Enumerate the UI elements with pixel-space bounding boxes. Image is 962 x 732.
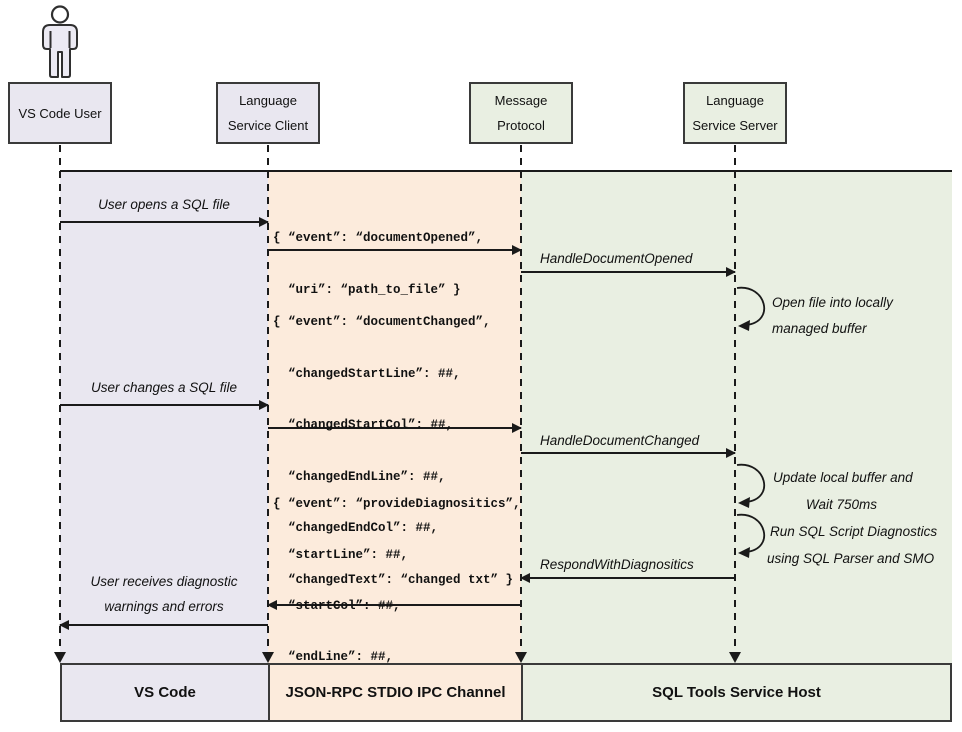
json-line: “uri”: “path_to_file” } (273, 282, 461, 297)
actor-box-label: Service Server (692, 117, 778, 133)
actor-box-label: Language (706, 93, 764, 109)
actor-box-language-service-client: Language Service Client (216, 82, 320, 144)
service-host-lane-background (521, 172, 952, 663)
json-line: “changedEndLine”: ##, (273, 469, 446, 484)
user-lifeline (59, 145, 61, 652)
note-open-file-line2: managed buffer (772, 321, 867, 336)
arrow-handle-document-opened (521, 267, 736, 277)
protocol-lifeline-end-arrow (515, 652, 527, 663)
payload-document-opened: { “event”: “documentOpened”, “uri”: “pat… (273, 199, 483, 330)
label-user-opens-file: User opens a SQL file (98, 197, 230, 212)
note-run-diagnostics-line2: using SQL Parser and SMO (767, 551, 935, 566)
actor-box-label: Language (239, 93, 297, 109)
arrow-document-opened-payload (268, 245, 522, 255)
self-loop-open-file-icon (736, 284, 780, 334)
lane-top-border (60, 170, 952, 172)
json-line: “changedStartCol”: ##, (273, 418, 454, 432)
arrow-user-changes-file (60, 400, 269, 410)
user-lifeline-end-arrow (54, 652, 66, 663)
arrow-diagnostics-payload (267, 600, 521, 610)
json-line: “startLine”: ##, (273, 548, 409, 562)
footer-box-vscode: VS Code (60, 663, 270, 722)
client-lifeline-end-arrow (262, 652, 274, 663)
actor-box-vscode-user: VS Code User (8, 82, 112, 144)
footer-label: VS Code (134, 684, 196, 701)
client-lifeline (267, 145, 269, 652)
server-lifeline-end-arrow (729, 652, 741, 663)
actor-box-label: Protocol (497, 117, 545, 133)
footer-label: JSON-RPC STDIO IPC Channel (285, 684, 506, 701)
self-loop-run-diagnostics-icon (736, 511, 780, 561)
actor-box-label: Service Client (227, 117, 309, 133)
self-loop-update-buffer-icon (736, 461, 780, 511)
arrow-document-changed-payload (268, 423, 522, 433)
json-line: { “event”: “documentOpened”, (273, 231, 484, 245)
json-line: “changedStartLine”: ##, (273, 366, 461, 381)
footer-label: SQL Tools Service Host (652, 684, 821, 701)
arrow-handle-document-changed (521, 448, 736, 458)
footer-box-service-host: SQL Tools Service Host (521, 663, 952, 722)
label-user-receives-line1: User receives diagnostic (90, 574, 238, 589)
actor-box-language-service-server: Language Service Server (683, 82, 787, 144)
note-open-file-line1: Open file into locally (772, 295, 893, 310)
note-update-buffer-line2: Wait 750ms (806, 497, 878, 512)
label-handle-document-changed: HandleDocumentChanged (540, 433, 700, 448)
note-update-buffer-line1: Update local buffer and (773, 470, 913, 485)
arrow-user-receives-diagnostics (59, 620, 268, 630)
json-line: “startCol”: ##, (273, 599, 401, 613)
actor-box-label: Message (494, 93, 548, 109)
arrow-user-opens-file (60, 217, 269, 227)
actor-box-label: VS Code User (18, 105, 102, 121)
arrow-respond-with-diagnostics (520, 573, 735, 583)
label-respond-with-diagnostics: RespondWithDiagnositics (540, 557, 694, 572)
vscode-lane-background (60, 172, 268, 663)
json-line: { “event”: “provideDiagnositics”, (273, 497, 521, 511)
ipc-lane-background (268, 172, 521, 663)
json-line: “changedText”: “changed txt” } (273, 572, 514, 587)
json-line: “endLine”: ##, (273, 650, 394, 664)
server-lifeline (734, 145, 736, 652)
footer-box-ipc-channel: JSON-RPC STDIO IPC Channel (268, 663, 523, 722)
user-actor-icon (37, 5, 83, 79)
label-user-changes-file: User changes a SQL file (90, 380, 238, 395)
label-handle-document-opened: HandleDocumentOpened (540, 251, 693, 266)
json-line: “changedEndCol”: ##, (273, 521, 439, 535)
payload-document-changed: { “event”: “documentChanged”, “changedSt… (273, 283, 513, 620)
label-user-receives-line2: warnings and errors (104, 599, 224, 614)
protocol-lifeline (520, 145, 522, 652)
json-line: { “event”: “documentChanged”, (273, 315, 491, 329)
actor-box-message-protocol: Message Protocol (469, 82, 573, 144)
note-run-diagnostics-line1: Run SQL Script Diagnostics (770, 524, 938, 539)
